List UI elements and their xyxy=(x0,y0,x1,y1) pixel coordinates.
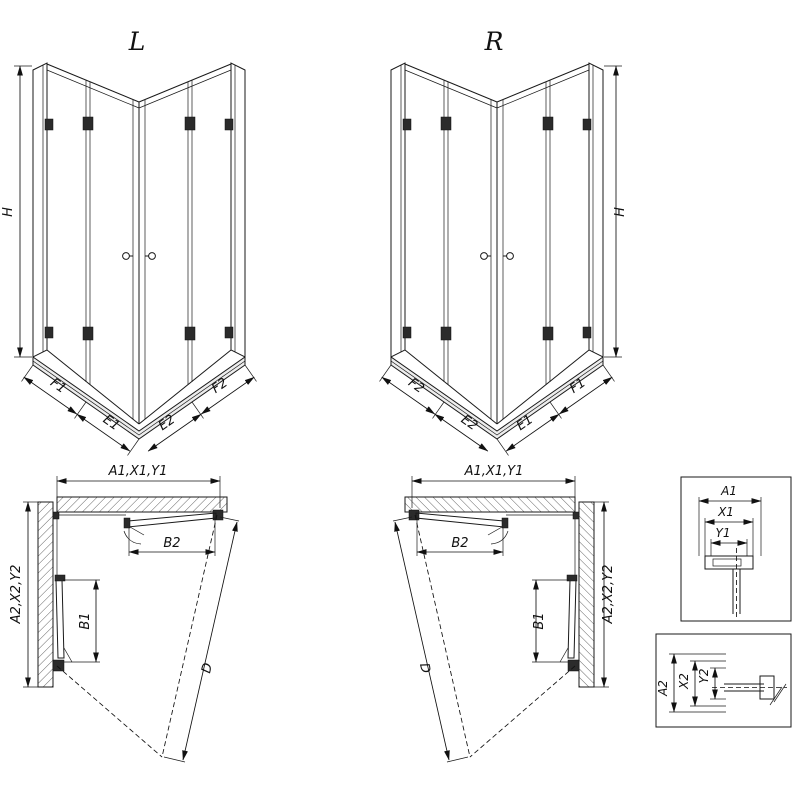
plan-left-d-label: D xyxy=(199,662,216,675)
plan-right-geometry xyxy=(393,476,609,762)
detail-y1-label: Y1 xyxy=(716,526,731,540)
plan-right-d-label: D xyxy=(416,662,433,675)
iso-left-height-label: H xyxy=(1,207,16,217)
iso-left-drawing: L H F1 E1 E2 F2 xyxy=(1,27,257,455)
plan-left-side-dim-label: A2,X2,Y2 xyxy=(9,565,24,625)
plan-right-side-dim-label: A2,X2,Y2 xyxy=(601,565,616,625)
iso-right-geometry xyxy=(380,63,623,455)
detail-x2-label: X2 xyxy=(677,673,691,690)
plan-left-drawing: A1,X1,Y1 A2,X2,Y2 B2 B1 D xyxy=(9,464,239,762)
plan-right-b1-label: B1 xyxy=(532,612,547,629)
detail-bottom-box: A2 X2 Y2 xyxy=(655,633,792,728)
plan-left-geometry xyxy=(23,476,239,762)
detail-a2-label: A2 xyxy=(656,680,670,697)
iso-right-e2-label: E2 xyxy=(458,412,480,434)
iso-left-f1-label: F1 xyxy=(47,375,69,396)
plan-right-b2-label: B2 xyxy=(451,536,468,551)
plan-right-drawing: A1,X1,Y1 A2,X2,Y2 B2 B1 D xyxy=(393,464,616,762)
iso-left-e1-label: E1 xyxy=(100,412,122,434)
iso-right-title: R xyxy=(484,27,504,56)
detail-top-box: A1 X1 Y1 xyxy=(680,476,792,622)
iso-right-drawing: R H F2 E2 E1 F1 xyxy=(380,27,628,455)
iso-right-f1-label: F1 xyxy=(567,375,589,396)
plan-right-top-dim-label: A1,X1,Y1 xyxy=(464,464,524,479)
iso-left-title: L xyxy=(128,27,146,56)
iso-left-f2-label: F2 xyxy=(209,375,231,396)
plan-left-b1-label: B1 xyxy=(78,612,93,629)
plan-left-top-dim-label: A1,X1,Y1 xyxy=(108,464,168,479)
plan-left-b2-label: B2 xyxy=(163,536,180,551)
detail-x1-label: X1 xyxy=(717,505,734,519)
iso-left-e2-label: E2 xyxy=(156,412,178,434)
detail-y2-label: Y2 xyxy=(697,669,711,684)
iso-right-height-label: H xyxy=(613,207,628,217)
detail-a1-label: A1 xyxy=(720,484,737,498)
iso-left-geometry xyxy=(14,63,257,455)
iso-right-f2-label: F2 xyxy=(405,375,427,396)
iso-right-e1-label: E1 xyxy=(514,412,536,434)
